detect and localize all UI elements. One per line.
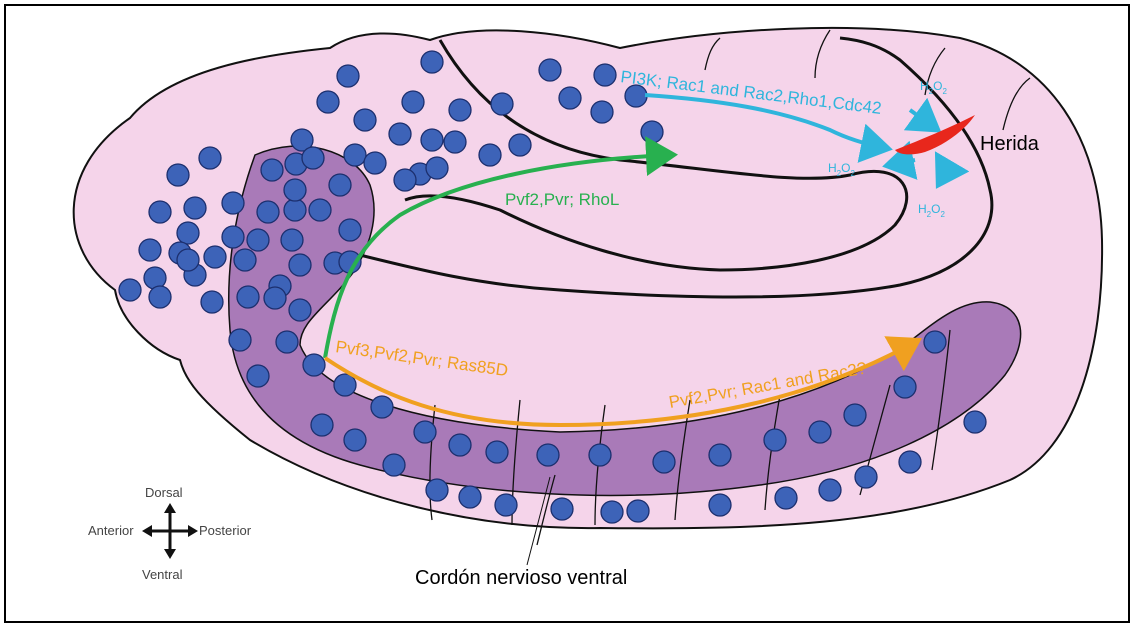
hemocyte-cell — [364, 152, 386, 174]
hemocyte-cell — [709, 444, 731, 466]
hemocyte-cell — [894, 376, 916, 398]
hemocyte-cell — [855, 466, 877, 488]
hemocyte-cell — [627, 500, 649, 522]
hemocyte-cell — [184, 197, 206, 219]
ventral-nerve-cord-label: Cordón nervioso ventral — [415, 567, 627, 589]
hemocyte-cell — [594, 64, 616, 86]
hemocyte-cell — [709, 494, 731, 516]
hemocyte-cell — [449, 99, 471, 121]
hemocyte-cell — [495, 494, 517, 516]
hemocyte-cell — [344, 429, 366, 451]
green-pathway-label: Pvf2,Pvr; RhoL — [505, 190, 619, 209]
hemocyte-cell — [281, 229, 303, 251]
hemocyte-cell — [924, 331, 946, 353]
hemocyte-cell — [201, 291, 223, 313]
hemocyte-cell — [317, 91, 339, 113]
hemocyte-cell — [284, 199, 306, 221]
compass-dorsal-label: Dorsal — [145, 485, 183, 500]
hemocyte-cell — [149, 201, 171, 223]
hemocyte-cell — [302, 147, 324, 169]
hemocyte-cell — [371, 396, 393, 418]
hemocyte-cell — [539, 59, 561, 81]
hemocyte-cell — [383, 454, 405, 476]
hemocyte-cell — [551, 498, 573, 520]
hemocyte-cell — [234, 249, 256, 271]
hemocyte-cell — [229, 329, 251, 351]
hemocyte-cell — [402, 91, 424, 113]
hemocyte-cell — [337, 65, 359, 87]
hemocyte-cell — [303, 354, 325, 376]
hemocyte-cell — [389, 123, 411, 145]
hemocyte-cell — [844, 404, 866, 426]
hemocyte-cell — [641, 121, 663, 143]
hemocyte-cell — [284, 179, 306, 201]
hemocyte-cell — [309, 199, 331, 221]
hemocyte-cell — [339, 219, 361, 241]
hemocyte-cell — [819, 479, 841, 501]
hemocyte-cell — [775, 487, 797, 509]
compass-ventral-label: Ventral — [142, 567, 183, 582]
hemocyte-cell — [459, 486, 481, 508]
hemocyte-cell — [589, 444, 611, 466]
hemocyte-cell — [257, 201, 279, 223]
hemocyte-cell — [247, 229, 269, 251]
hemocyte-cell — [964, 411, 986, 433]
compass-posterior-label: Posterior — [199, 523, 252, 538]
hemocyte-cell — [177, 222, 199, 244]
hemocyte-cell — [444, 131, 466, 153]
hemocyte-cell — [237, 286, 259, 308]
hemocyte-cell — [537, 444, 559, 466]
hemocyte-cell — [261, 159, 283, 181]
hemocyte-cell — [289, 254, 311, 276]
hemocyte-cell — [426, 157, 448, 179]
hemocyte-cell — [204, 246, 226, 268]
hemocyte-cell — [167, 164, 189, 186]
hemocyte-cell — [414, 421, 436, 443]
hemocyte-cell — [809, 421, 831, 443]
hemocyte-cell — [344, 144, 366, 166]
hemocyte-cell — [222, 192, 244, 214]
hemocyte-cell — [247, 365, 269, 387]
wound-label: Herida — [980, 133, 1040, 155]
hemocyte-cell — [509, 134, 531, 156]
hemocyte-cell — [354, 109, 376, 131]
hemocyte-cell — [119, 279, 141, 301]
hemocyte-cell — [449, 434, 471, 456]
hemocyte-cell — [421, 51, 443, 73]
hemocyte-cell — [559, 87, 581, 109]
hemocyte-cell — [264, 287, 286, 309]
hemocyte-cell — [486, 441, 508, 463]
hemocyte-cell — [311, 414, 333, 436]
hemocyte-cell — [899, 451, 921, 473]
hemocyte-cell — [222, 226, 244, 248]
hemocyte-cell — [591, 101, 613, 123]
compass-anterior-label: Anterior — [88, 523, 134, 538]
hemocyte-cell — [276, 331, 298, 353]
hemocyte-cell — [426, 479, 448, 501]
hemocyte-cell — [601, 501, 623, 523]
hemocyte-cell — [421, 129, 443, 151]
hemocyte-cell — [479, 144, 501, 166]
hemocyte-cell — [394, 169, 416, 191]
hemocyte-cell — [149, 286, 171, 308]
hemocyte-cell — [177, 249, 199, 271]
hemocyte-cell — [199, 147, 221, 169]
hemocyte-cell — [329, 174, 351, 196]
hemocyte-cell — [764, 429, 786, 451]
hemocyte-cell — [139, 239, 161, 261]
hemocyte-cell — [491, 93, 513, 115]
hemocyte-cell — [289, 299, 311, 321]
hemocyte-cell — [653, 451, 675, 473]
